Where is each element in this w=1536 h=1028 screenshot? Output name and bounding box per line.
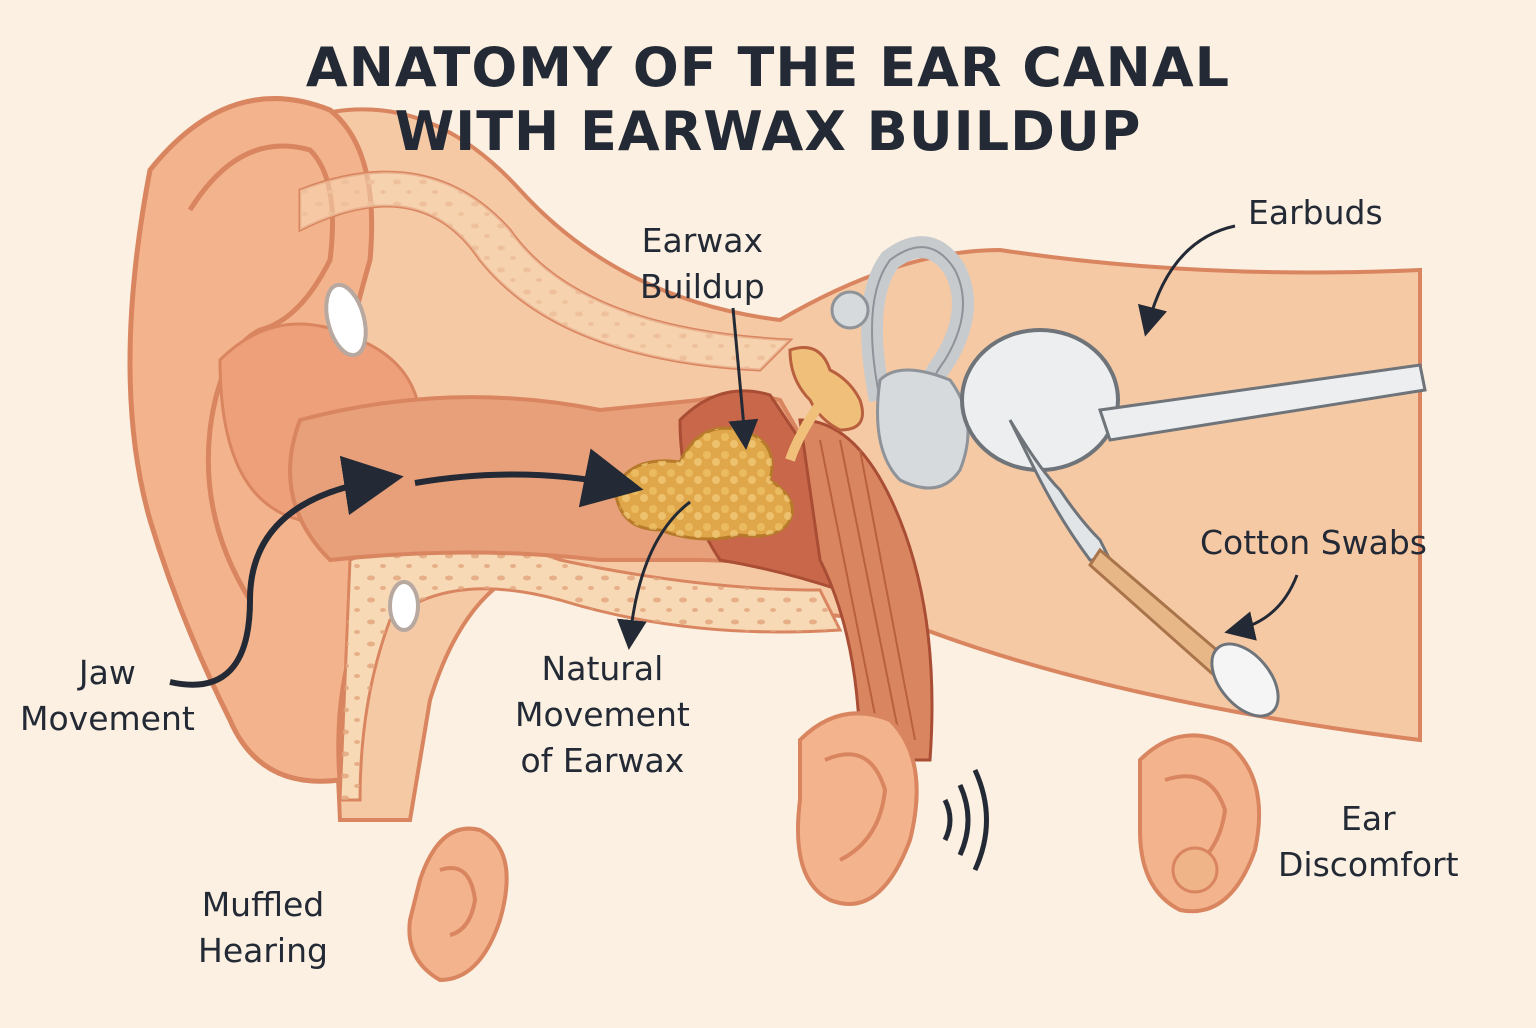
label-earwax-buildup: Earwax Buildup — [640, 221, 765, 306]
small-ear-muffled — [407, 826, 509, 983]
label-ear-discomfort: Ear Discomfort — [1278, 799, 1459, 884]
title-line-2: WITH EARWAX BUILDUP — [394, 100, 1142, 163]
label-natural-movement: Natural Movement of Earwax — [515, 649, 690, 780]
label-cotton-swabs: Cotton Swabs — [1200, 523, 1428, 562]
jaw-arrow — [169, 455, 404, 688]
label-muffled-hearing: Muffled Hearing — [198, 885, 328, 970]
swabs-arrow — [1224, 574, 1299, 641]
buildup-arrow — [728, 307, 759, 450]
small-ear-discomfort — [1138, 733, 1262, 914]
label-earbuds: Earbuds — [1248, 193, 1383, 232]
pinna-helix — [187, 143, 335, 602]
title-line-1: ANATOMY OF THE EAR CANAL — [305, 36, 1231, 99]
cotton-swab — [1088, 363, 1427, 718]
lower-window — [388, 580, 420, 632]
natural-arrow — [616, 500, 691, 650]
upper-bone-fill — [300, 172, 790, 370]
earbud — [960, 328, 1120, 562]
earbuds-arrow — [1137, 224, 1236, 337]
small-ear-sound — [796, 711, 989, 906]
upper-window — [324, 282, 368, 358]
vestibule — [876, 368, 970, 490]
canal-arrow — [414, 448, 644, 508]
label-jaw-movement: Jaw Movement — [20, 653, 195, 738]
